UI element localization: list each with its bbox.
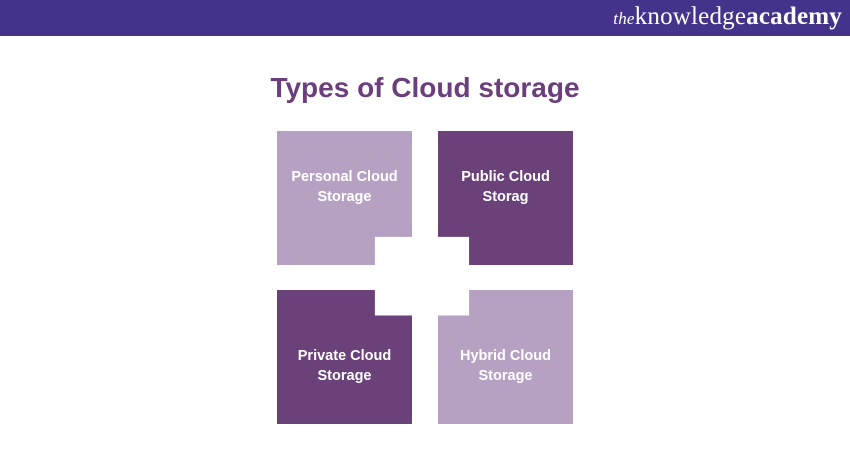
page-title: Types of Cloud storage xyxy=(270,72,580,103)
logo-the: the xyxy=(613,9,635,28)
tile-label-line2: Storage xyxy=(317,368,372,384)
tile-label-line2: Storag xyxy=(482,189,529,205)
tile-label-line1: Public Cloud xyxy=(461,169,550,185)
tile-label-line1: Hybrid Cloud xyxy=(459,348,552,364)
header-bar: theknowledgeacademy xyxy=(0,0,850,36)
tile-label-line1: Personal Cloud xyxy=(291,169,398,185)
brand-logo[interactable]: theknowledgeacademy xyxy=(613,3,842,31)
logo-knowledge: knowledge xyxy=(634,3,747,30)
tile-label-line2: Storage xyxy=(478,368,533,384)
logo-academy: academy xyxy=(746,3,842,30)
tile-label-line1: Private Cloud xyxy=(297,348,392,364)
tile-label-line2: Storage xyxy=(317,189,372,205)
